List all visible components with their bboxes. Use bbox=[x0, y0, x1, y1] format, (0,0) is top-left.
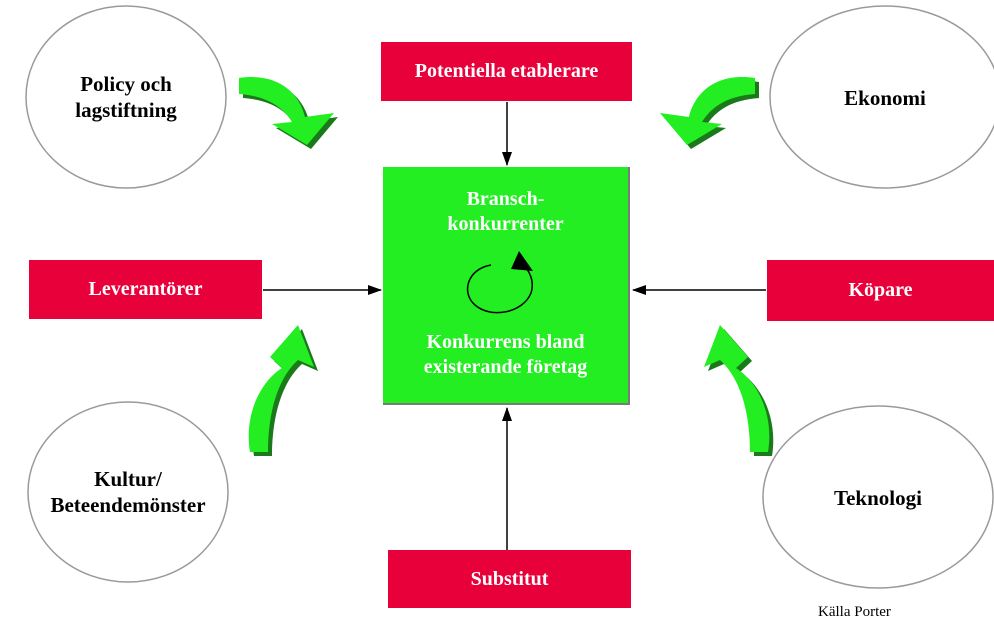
ellipse-technology bbox=[762, 405, 994, 589]
influence-arrow-policy bbox=[239, 77, 338, 149]
box-suppliers: Leverantörer bbox=[29, 260, 262, 319]
influence-arrow-technology bbox=[704, 325, 774, 456]
center-subtitle-line2: existerande företag bbox=[423, 356, 588, 378]
box-substitutes: Substitut bbox=[388, 550, 631, 608]
center-title-line1: Bransch- bbox=[466, 188, 545, 210]
influence-arrow-economy bbox=[660, 77, 759, 149]
center-title: Bransch- konkurrenter bbox=[383, 187, 628, 237]
center-box-industry-rivalry: Bransch- konkurrenter Konkurrens bland e… bbox=[383, 167, 630, 405]
rivalry-cycle-icon bbox=[466, 251, 533, 314]
ellipse-policy bbox=[25, 5, 227, 189]
source-note: Källa Porter bbox=[818, 604, 891, 620]
center-subtitle: Konkurrens bland existerande företag bbox=[383, 330, 628, 380]
box-potential-entrants: Potentiella etablerare bbox=[381, 42, 632, 101]
ellipse-culture bbox=[27, 401, 229, 583]
center-title-line2: konkurrenter bbox=[447, 213, 564, 235]
center-subtitle-line1: Konkurrens bland bbox=[426, 331, 585, 353]
box-buyers: Köpare bbox=[767, 260, 994, 321]
ellipse-economy bbox=[769, 5, 994, 189]
influence-arrow-culture bbox=[248, 325, 318, 456]
